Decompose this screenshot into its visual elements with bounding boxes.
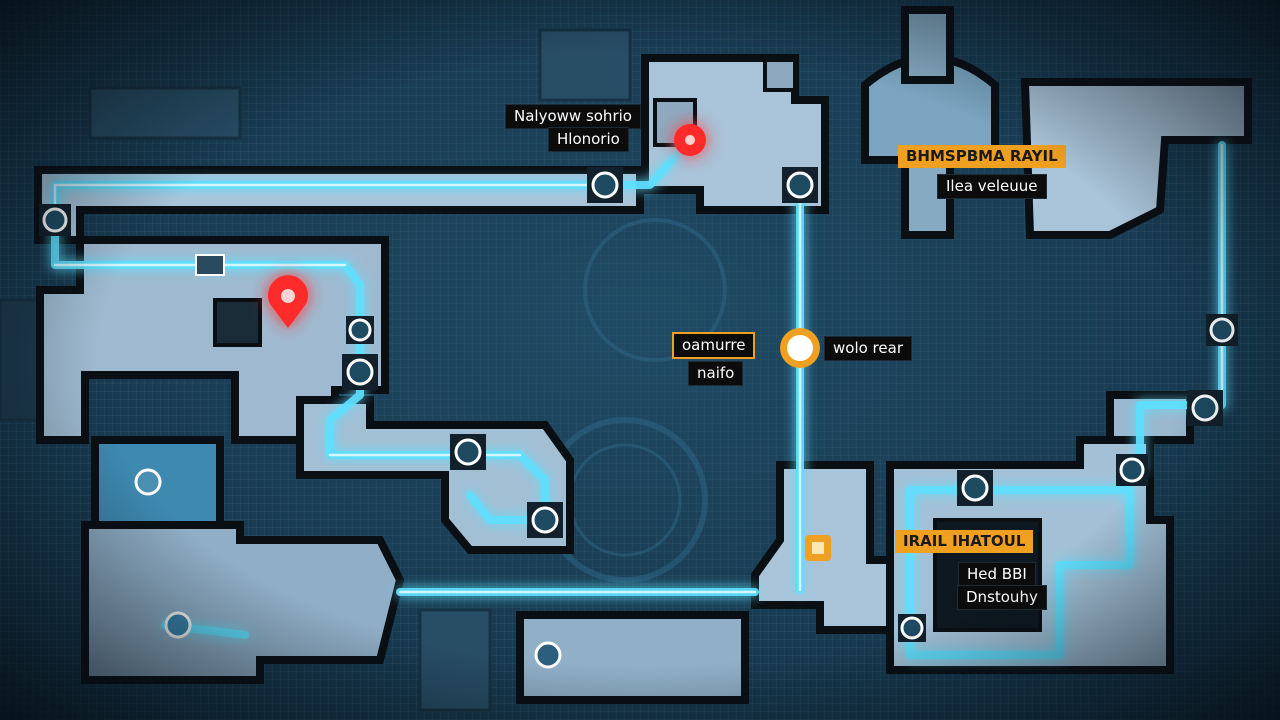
- path-node-icon: [534, 641, 562, 669]
- path-node-icon: [346, 316, 374, 344]
- lower-sub-line2: Dnstouhy: [957, 585, 1047, 610]
- orange-item-icon[interactable]: [805, 535, 831, 561]
- path-node-icon: [587, 167, 623, 203]
- path-node-icon: [1187, 390, 1223, 426]
- path-node-icon: [1116, 454, 1148, 486]
- center-left-line2: naifo: [688, 361, 744, 386]
- path-node-icon: [527, 502, 563, 538]
- path-node-icon: [782, 167, 818, 203]
- path-node-icon: [898, 614, 926, 642]
- path-node-icon: [39, 204, 71, 236]
- path-node-icon: [450, 434, 486, 470]
- right-banner: BHMSPBMA RAYIL: [898, 145, 1066, 168]
- lower-banner: IRAIL IHATOUL: [895, 530, 1034, 553]
- lower-sub-line1: Hed BBI: [958, 562, 1036, 587]
- center-right-label: wolo rear: [824, 336, 912, 361]
- room-northeast-stem: [901, 6, 954, 84]
- orange-waypoint-icon[interactable]: [780, 328, 820, 368]
- path-node-icon: [957, 470, 993, 506]
- path-node-icon: [1206, 314, 1238, 346]
- center-left-line1: oamurre: [672, 332, 756, 359]
- path-node-icon: [134, 468, 162, 496]
- path-node-icon: [342, 354, 378, 390]
- room-southwest: [81, 521, 405, 684]
- room-northwest-hall: [34, 166, 644, 244]
- top-note-line2: Hlonorio: [548, 127, 629, 152]
- red-alert-icon[interactable]: [674, 124, 706, 156]
- top-note-line1: Nalyoww sohrio: [505, 104, 641, 129]
- path-node-icon: [164, 611, 192, 639]
- right-banner-sub: Ilea veleuue: [937, 174, 1047, 199]
- path-node-icon: [195, 254, 225, 276]
